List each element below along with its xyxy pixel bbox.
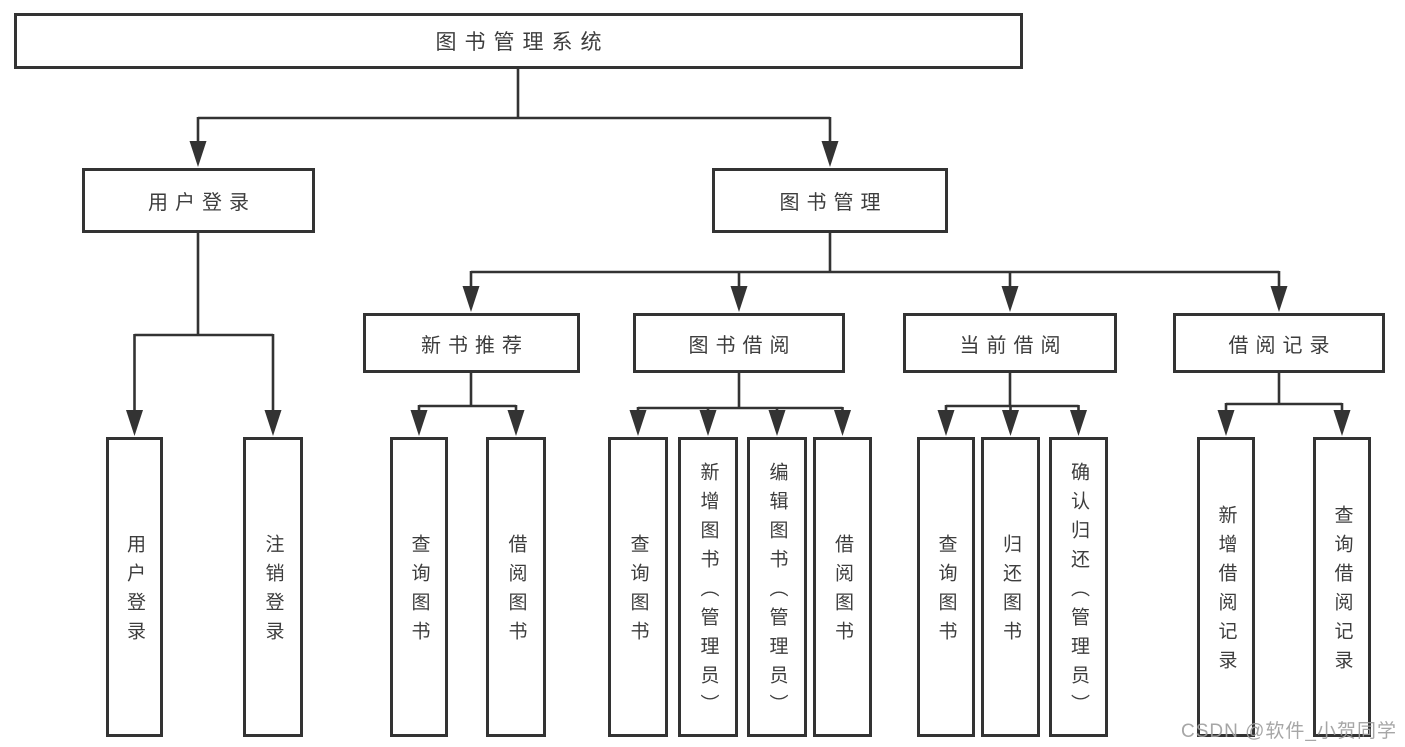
node-book-management: 图书管理 (712, 168, 948, 233)
leaf-logout-login: 注销登录 (243, 437, 303, 737)
node-label: 归还图书 (1000, 534, 1021, 650)
node-label: 查询图书 (935, 534, 957, 650)
node-book-borrowing: 图书借阅 (633, 313, 845, 373)
node-label: 新增借阅记录 (1215, 505, 1237, 679)
node-label: 查询图书 (627, 534, 649, 650)
node-label: 新书推荐 (421, 334, 529, 357)
node-user-login: 用户登录 (82, 168, 315, 233)
node-label: 图书管理系统 (435, 31, 610, 54)
node-label: 图书管理 (779, 192, 888, 214)
node-label: 编辑图书（管理员） (766, 461, 788, 723)
node-label: 借阅图书 (505, 534, 527, 650)
leaf-return-books: 归还图书 (981, 437, 1040, 737)
node-label: 用户登录 (148, 192, 256, 214)
csdn-watermark: CSDN @软件_小贺同学 (1181, 721, 1397, 742)
node-label: 用户登录 (124, 534, 145, 650)
node-borrowing-records: 借阅记录 (1173, 313, 1385, 373)
node-label: 借阅图书 (832, 534, 853, 650)
leaf-add-borrow-record: 新增借阅记录 (1197, 437, 1255, 737)
leaf-add-books-admin: 新增图书（管理员） (678, 437, 738, 737)
node-label: 查询借阅记录 (1331, 505, 1353, 679)
node-label: 当前借阅 (959, 334, 1068, 357)
node-label: 借阅记录 (1228, 334, 1337, 357)
node-label: 图书借阅 (688, 334, 797, 357)
leaf-confirm-return-admin: 确认归还（管理员） (1049, 437, 1108, 737)
node-label: 确认归还（管理员） (1068, 461, 1089, 723)
node-new-book-recommendation: 新书推荐 (363, 313, 580, 373)
leaf-search-borrow-record: 查询借阅记录 (1313, 437, 1371, 737)
node-current-borrowing: 当前借阅 (903, 313, 1117, 373)
node-label: 查询图书 (408, 534, 430, 650)
leaf-search-books-recommend: 查询图书 (390, 437, 448, 737)
leaf-search-books-current: 查询图书 (917, 437, 975, 737)
leaf-edit-books-admin: 编辑图书（管理员） (747, 437, 807, 737)
node-label: 注销登录 (262, 534, 284, 650)
node-library-management-system: 图书管理系统 (14, 13, 1023, 69)
arrowheads (126, 141, 1351, 436)
node-label: 新增图书（管理员） (697, 461, 719, 723)
leaf-borrow-books-recommend: 借阅图书 (486, 437, 546, 737)
leaf-borrow-books: 借阅图书 (813, 437, 872, 737)
leaf-search-books-borrowing: 查询图书 (608, 437, 668, 737)
leaf-user-login: 用户登录 (106, 437, 163, 737)
